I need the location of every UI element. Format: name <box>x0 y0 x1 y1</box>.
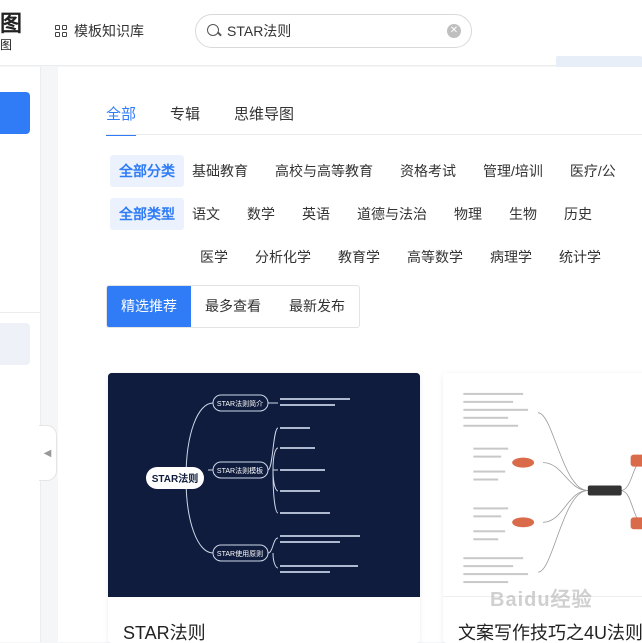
search-box[interactable]: ✕ <box>195 14 472 48</box>
content-tabs: 全部 专辑 思维导图 <box>106 103 294 136</box>
filter-type[interactable]: 语文 <box>192 206 220 222</box>
filter-category[interactable]: 医疗/公 <box>569 163 616 179</box>
filter-type[interactable]: 病理学 <box>490 249 532 265</box>
card-title[interactable]: STAR法则 <box>123 623 206 643</box>
sort-newest-button[interactable]: 最新发布 <box>289 298 345 314</box>
filter-type[interactable]: 分析化学 <box>255 249 311 265</box>
mindmap-branch: STAR法则简介 <box>217 399 263 408</box>
main-content: 全部 专辑 思维导图 全部分类 基础教育 高校与高等教育 资格考试 管理/培训 … <box>58 67 642 643</box>
tabs-divider <box>106 134 642 135</box>
filter-type[interactable]: 道德与法治 <box>357 206 427 222</box>
mindmap-branch: STAR使用原则 <box>217 549 263 558</box>
mindmap-thumbnail: STAR法则 STAR法则简介 STAR法则模板 STAR使用原则 <box>108 373 420 597</box>
type-filter-row-2: 医学 分析化学 教育学 高等数学 病理学 统计学 <box>200 241 628 273</box>
filter-all-types[interactable]: 全部类型 <box>110 198 184 230</box>
mindmap-branch: STAR法则模板 <box>217 466 263 475</box>
sidebar-divider <box>0 312 41 313</box>
category-filter-row: 全部分类 基础教育 高校与高等教育 资格考试 管理/培训 医疗/公 <box>110 155 642 187</box>
tab-album[interactable]: 专辑 <box>170 106 201 123</box>
template-library-label: 模板知识库 <box>74 23 144 39</box>
filter-type[interactable]: 医学 <box>200 249 228 265</box>
sort-toggle-group: 精选推荐 最多查看 最新发布 <box>106 285 360 328</box>
logo[interactable]: 图 <box>0 11 23 36</box>
search-icon[interactable] <box>206 23 222 39</box>
sidebar-item-active[interactable] <box>0 92 30 134</box>
search-input[interactable] <box>227 23 447 39</box>
left-sidebar <box>0 67 41 642</box>
filter-type[interactable]: 教育学 <box>338 249 380 265</box>
filter-category[interactable]: 高校与高等教育 <box>275 163 373 179</box>
filter-type[interactable]: 数学 <box>247 206 275 222</box>
sidebar-item[interactable] <box>0 323 30 365</box>
template-card[interactable]: 文案写作技巧之4U法则 <box>443 373 642 643</box>
sort-most-viewed-button[interactable]: 最多查看 <box>205 298 261 314</box>
filter-type[interactable]: 物理 <box>454 206 482 222</box>
filter-type[interactable]: 英语 <box>302 206 330 222</box>
card-title[interactable]: 文案写作技巧之4U法则 <box>458 623 642 643</box>
filter-type[interactable]: 生物 <box>509 206 537 222</box>
template-card[interactable]: STAR法则 STAR法则简介 STAR法则模板 STAR使用原则 STAR法则 <box>108 373 420 643</box>
filter-type[interactable]: 高等数学 <box>407 249 463 265</box>
filter-category[interactable]: 管理/培训 <box>483 163 543 179</box>
filter-type[interactable]: 统计学 <box>559 249 601 265</box>
chevron-left-icon: ◀ <box>43 447 52 459</box>
filter-category[interactable]: 资格考试 <box>400 163 456 179</box>
grid-icon <box>55 24 68 38</box>
filter-all-categories[interactable]: 全部分类 <box>110 155 184 187</box>
mindmap-root: STAR法则 <box>152 472 198 485</box>
filter-type[interactable]: 历史 <box>564 206 592 222</box>
type-filter-row: 全部类型 语文 数学 英语 道德与法治 物理 生物 历史 <box>110 198 619 230</box>
tab-all[interactable]: 全部 <box>106 103 137 136</box>
filter-category[interactable]: 基础教育 <box>192 163 248 179</box>
clear-icon[interactable]: ✕ <box>447 24 461 38</box>
top-header: 图 图 模板知识库 ✕ <box>0 0 642 74</box>
tab-mindmap[interactable]: 思维导图 <box>234 106 295 123</box>
sidebar-collapse-handle[interactable]: ◀ <box>39 425 57 481</box>
logo-subtext: 图 <box>0 38 13 52</box>
mindmap-thumbnail <box>443 373 642 597</box>
watermark: Baidu经验 <box>490 589 593 611</box>
sort-featured-button[interactable]: 精选推荐 <box>107 286 191 327</box>
template-library-link[interactable]: 模板知识库 <box>55 21 144 41</box>
